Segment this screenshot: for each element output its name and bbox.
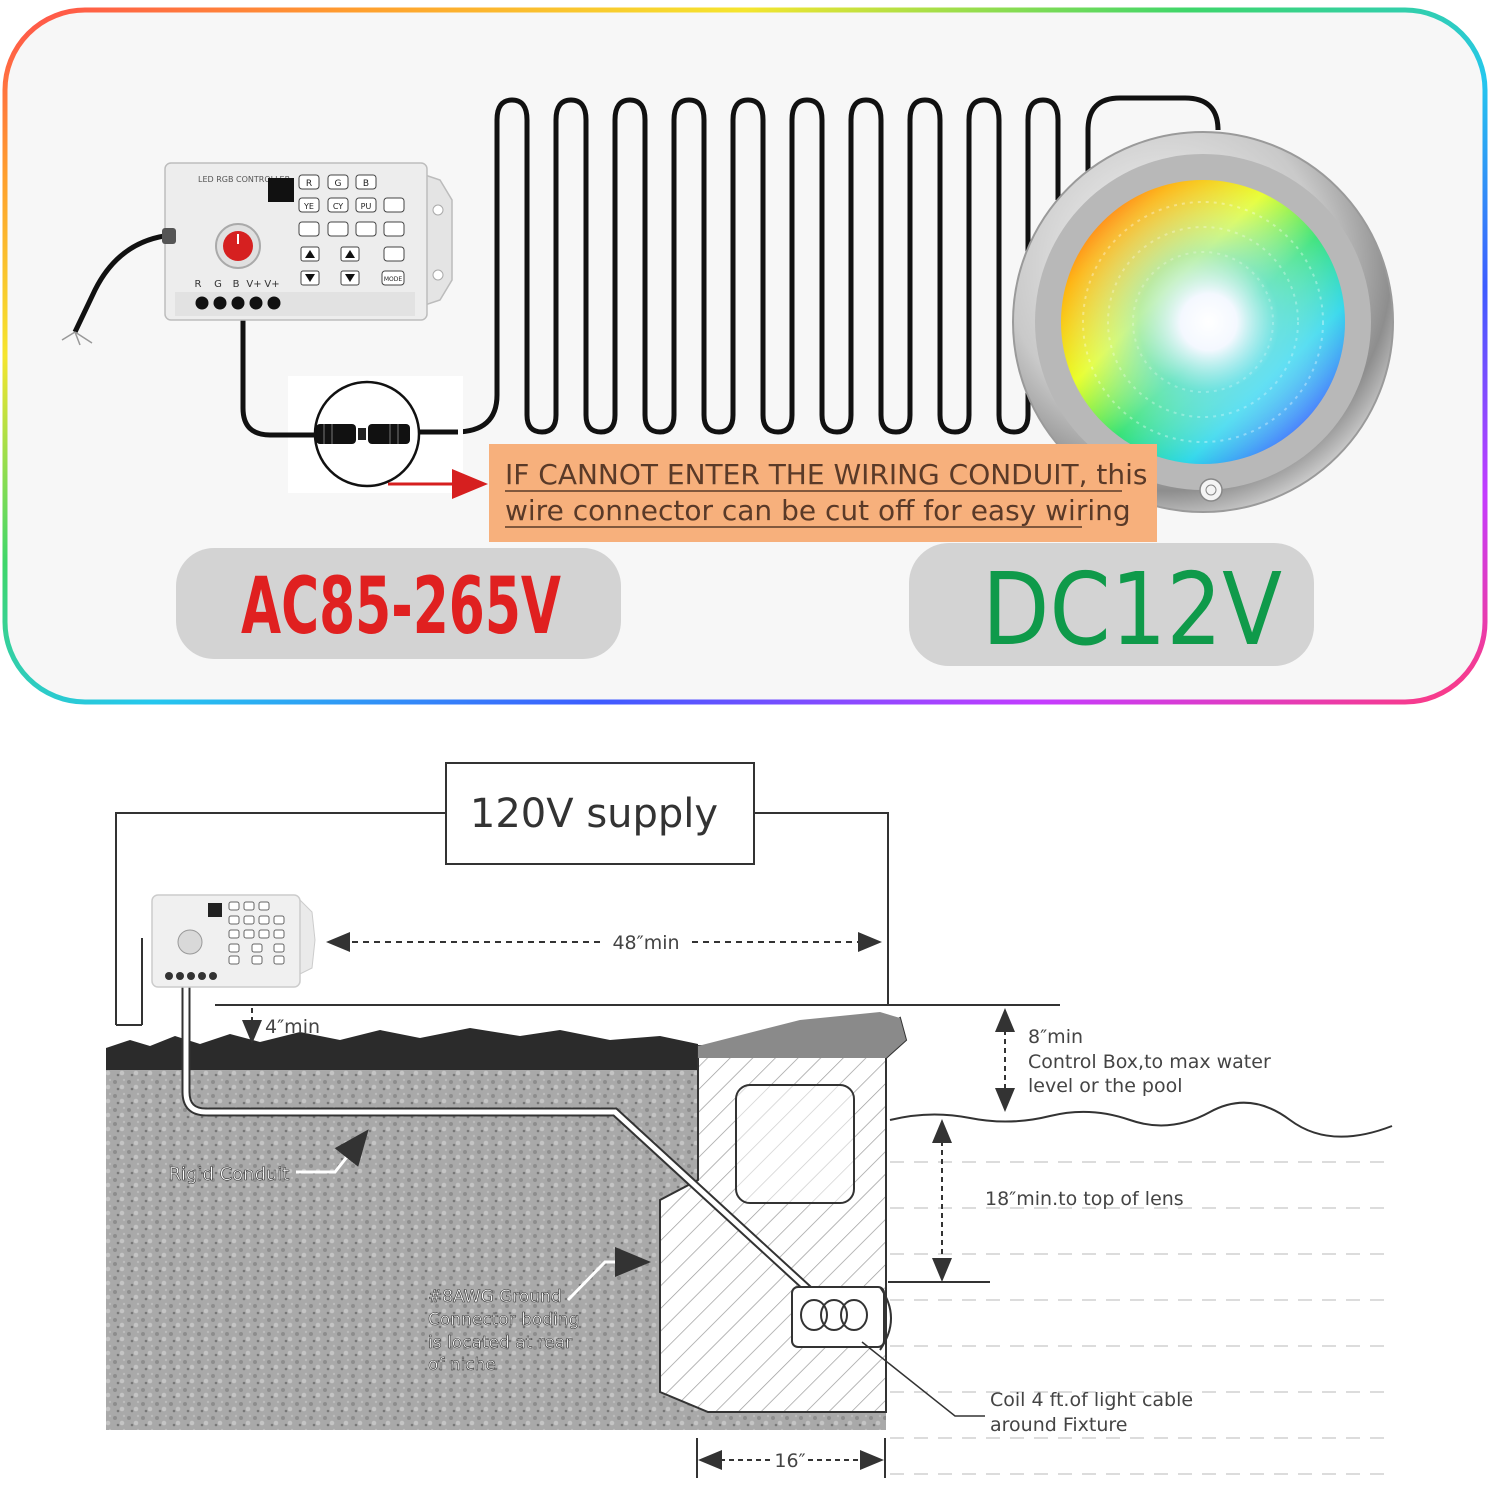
soil-section [106,1062,886,1430]
grass-strip [106,1028,698,1070]
supply-wire-left [115,812,446,1025]
rigid-conduit-label: Rigid Conduit [169,1164,290,1185]
dimension-8-line-3: level or the pool [1028,1075,1183,1097]
coil-label-line-2: around Fixture [990,1414,1128,1436]
supply-wire-right [754,812,889,1005]
coil-label-line-1: Coil 4 ft.of light cable [990,1389,1193,1411]
speed-up-icon [345,250,355,258]
input-gland [162,228,176,244]
svg-text:Connector boding: Connector boding [428,1310,579,1330]
water-surface-line [889,1101,1393,1138]
ac-input-cable [72,232,173,334]
callout-line-1: IF CANNOT ENTER THE WIRING CONDUIT, this [505,458,1147,491]
supply-label: 120V supply [470,791,718,837]
button-b-label: B [363,179,369,189]
button-ye-label: YE [303,202,314,211]
brightness-up-icon [305,250,315,258]
ground-bonding-label: #8AWG Ground Connector boding is located… [428,1287,580,1376]
dimension-4-label: 4″min [265,1016,320,1038]
power-switch [223,231,253,261]
dimension-16-label: 16″ [774,1450,805,1472]
svg-text:V+: V+ [264,279,279,290]
dc-voltage-badge [909,543,1314,666]
terminal-labels: R G B V+ V+ [195,279,280,290]
coil-leader-line [861,1341,985,1417]
diagram-controller [151,894,316,988]
ground-bonding-pointer [566,1247,651,1302]
ac-voltage-label: AC85-265V [241,562,561,652]
button-cy-label: CY [333,202,343,211]
cable-coil-icon [800,1299,828,1331]
brightness-down-icon [305,274,315,282]
coiled-cable [454,95,1221,435]
button-g-label: G [335,179,342,189]
controller-output-cable [240,318,318,438]
wiring-callout: IF CANNOT ENTER THE WIRING CONDUIT, this… [489,444,1157,542]
rigid-conduit-pointer [296,1129,369,1174]
ac-voltage-badge [176,548,621,659]
dimension-8-line-2: Control Box,to max water [1028,1051,1271,1073]
dimension-48-label: 48″min [612,932,679,954]
rgb-pool-light [1012,131,1394,513]
rgb-controller: LED RGB CONTROLLER R G B YE CY PU [162,162,453,321]
button-r-label: R [306,179,312,189]
svg-text:G: G [214,279,222,290]
connector-highlight-circle [313,380,421,488]
dc-voltage-label: DC12V [982,551,1282,668]
svg-text:R: R [195,279,202,290]
top-panel: LED RGB CONTROLLER R G B YE CY PU [2,7,1488,705]
svg-text:B: B [233,279,240,290]
fixture-lens [879,1286,892,1351]
svg-text:of niche: of niche [428,1355,496,1375]
installation-section: 120V supply [106,762,1393,1478]
callout-line-2: wire connector can be cut off for easy w… [505,494,1131,527]
waterproof-connector [316,424,410,444]
screw-icon [1199,478,1223,502]
button-pu-label: PU [361,202,372,211]
skimmer-box [735,1084,855,1204]
dimension-18-label: 18″min.to top of lens [985,1188,1184,1210]
controller-button-grid: R G B YE CY PU [298,174,405,286]
svg-text:V+: V+ [246,279,261,290]
controller-display [268,178,294,202]
pool-coping [698,1012,906,1058]
water-body [890,1161,1392,1475]
svg-text:is located at rear: is located at rear [428,1333,572,1353]
output-terminals [195,296,281,310]
mode-button-label: MODE [384,276,403,283]
controller-title: LED RGB CONTROLLER [198,175,291,184]
light-niche [791,1286,885,1348]
speed-down-icon [345,274,355,282]
svg-text:#8AWG Ground: #8AWG Ground [428,1287,562,1307]
supply-box [445,762,755,865]
dimension-8-line-1: 8″min [1028,1026,1083,1048]
